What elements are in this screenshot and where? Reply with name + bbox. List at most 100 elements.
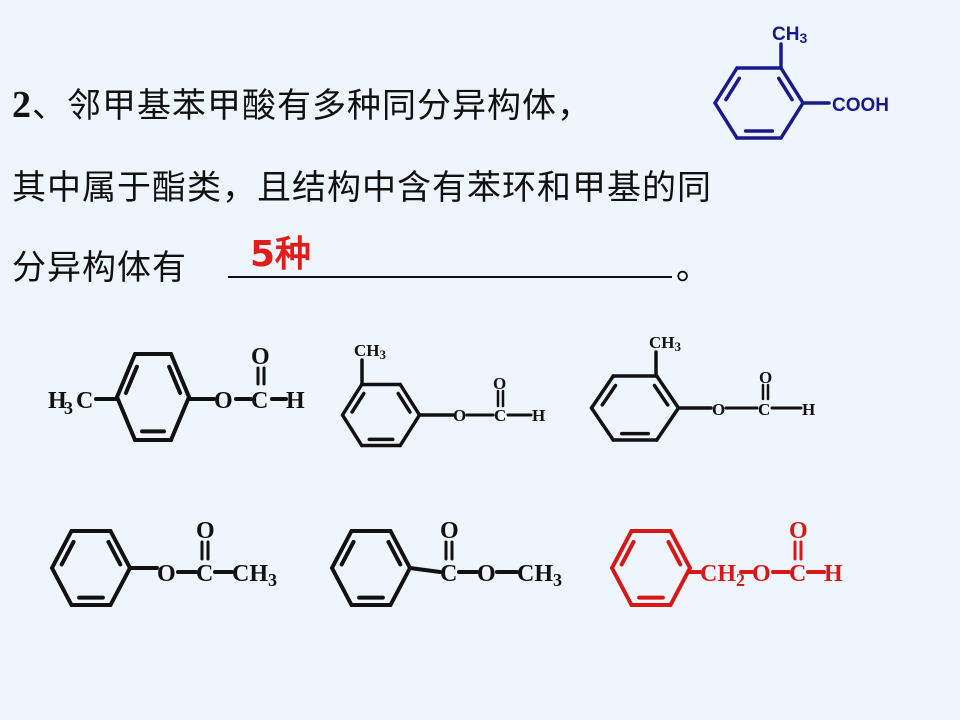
benzene-ring-bond: [108, 566, 132, 607]
double-bond-line: [396, 391, 412, 414]
atom-label: CH: [354, 341, 380, 360]
atom-label: H: [48, 388, 67, 414]
benzene-ring-bond: [779, 101, 805, 140]
svg-text:CH3: CH3: [517, 561, 562, 590]
benzene-ring-bond: [610, 566, 634, 607]
isomer-4: O C O CH3: [50, 518, 277, 607]
period: 。: [676, 248, 710, 288]
cooh-label: COOH: [832, 95, 889, 116]
atom-label: C: [76, 388, 93, 414]
benzene-ring-bond: [169, 395, 191, 442]
benzene-ring-bond: [340, 413, 364, 448]
benzene-ring-bond: [169, 352, 191, 399]
atom-label: O: [440, 518, 459, 544]
isomer-3: CH3 O C O H: [589, 333, 815, 442]
atom-label: O: [251, 344, 270, 370]
benzene-ring-bond: [668, 529, 692, 570]
atom-label: O: [493, 374, 506, 393]
double-bond-line: [652, 383, 670, 407]
atom-label: 3: [553, 570, 562, 590]
atom-label: O: [214, 388, 233, 414]
atom-label: 3: [675, 339, 682, 354]
atom-label: O: [196, 518, 215, 544]
atom-label: O: [453, 406, 466, 425]
benzene-ring-bond: [589, 406, 615, 442]
double-bond-line: [123, 364, 139, 395]
benzene-ring-bond: [115, 395, 137, 442]
benzene-ring-bond: [398, 413, 422, 448]
benzene-ring-bond: [115, 352, 137, 399]
benzene-ring-bond: [655, 374, 681, 410]
double-bond-line: [167, 364, 183, 395]
question-line-1: 2、邻甲基苯甲酸有多种同分异构体，: [12, 78, 592, 127]
atom-label: C: [494, 406, 506, 425]
benzene-ring-bond: [340, 382, 364, 417]
atom-label: O: [477, 561, 496, 587]
double-bond-line: [59, 539, 76, 567]
atom-label: CH: [700, 561, 736, 587]
isomer-2: CH3 O C O H: [340, 341, 545, 448]
double-bond-line: [776, 76, 794, 102]
atom-label: O: [157, 561, 176, 587]
benzene-ring-bond: [50, 529, 74, 570]
atom-label: O: [759, 368, 772, 387]
svg-text:CH2: CH2: [700, 561, 745, 590]
ch3-label: CH: [772, 24, 799, 45]
atom-label: H: [802, 400, 815, 419]
reference-structure: CH3 COOH: [713, 24, 889, 140]
question-line-2: 其中属于酯类，且结构中含有苯环和甲基的同: [12, 168, 712, 208]
svg-text:H: H: [48, 388, 67, 414]
isomer-1: H 3 C O C O H: [48, 344, 305, 442]
benzene-ring-bond: [779, 66, 805, 105]
svg-text:CH3: CH3: [354, 341, 387, 362]
benzene-ring-bond: [713, 66, 739, 105]
atom-label: CH: [649, 333, 675, 352]
double-bond-line: [619, 539, 636, 567]
benzene-ring-bond: [713, 101, 739, 140]
double-bond-line: [600, 383, 618, 407]
double-bond-line: [106, 539, 123, 567]
question-number: 2: [12, 84, 32, 126]
atom-label: 2: [736, 570, 745, 590]
benzene-ring-bond: [655, 406, 681, 442]
benzene-ring-bond: [668, 566, 692, 607]
benzene-ring-bond: [108, 529, 132, 570]
bond-line: [408, 566, 442, 574]
subscript: 3: [799, 30, 807, 46]
atom-label: CH: [232, 561, 268, 587]
benzene-ring-bond: [398, 382, 422, 417]
atom-label: O: [752, 561, 771, 587]
svg-text:CH3: CH3: [649, 333, 682, 354]
benzene-ring-bond: [330, 566, 354, 607]
double-bond-line: [339, 539, 356, 567]
atom-label: 3: [64, 398, 73, 418]
atom-label: O: [789, 518, 808, 544]
benzene-ring-bond: [388, 566, 412, 607]
atom-label: C: [758, 400, 770, 419]
benzene-ring-bond: [610, 529, 634, 570]
double-bond-line: [350, 391, 366, 414]
svg-text:CH3: CH3: [772, 24, 807, 46]
atom-label: H: [532, 406, 545, 425]
atom-label: C: [789, 561, 806, 587]
atom-label: 3: [268, 570, 277, 590]
atom-label: C: [440, 561, 457, 587]
answer-blank-underline: [228, 276, 672, 278]
double-bond-line: [386, 539, 403, 567]
isomer-5: C O O CH3: [330, 518, 562, 607]
atom-label: H: [286, 388, 305, 414]
question-line-3: 分异构体有: [12, 248, 187, 288]
question-text-1: 、邻甲基苯甲酸有多种同分异构体，: [32, 86, 592, 126]
atom-label: C: [196, 561, 213, 587]
benzene-ring-bond: [330, 529, 354, 570]
atom-label: C: [251, 388, 268, 414]
answer-text: 5种: [250, 234, 312, 275]
benzene-ring-bond: [388, 529, 412, 570]
double-bond-line: [666, 539, 683, 567]
double-bond-line: [724, 76, 742, 102]
benzene-ring-bond: [589, 374, 615, 410]
svg-text:CH3: CH3: [232, 561, 277, 590]
atom-label: CH: [517, 561, 553, 587]
atom-label: 3: [380, 347, 387, 362]
